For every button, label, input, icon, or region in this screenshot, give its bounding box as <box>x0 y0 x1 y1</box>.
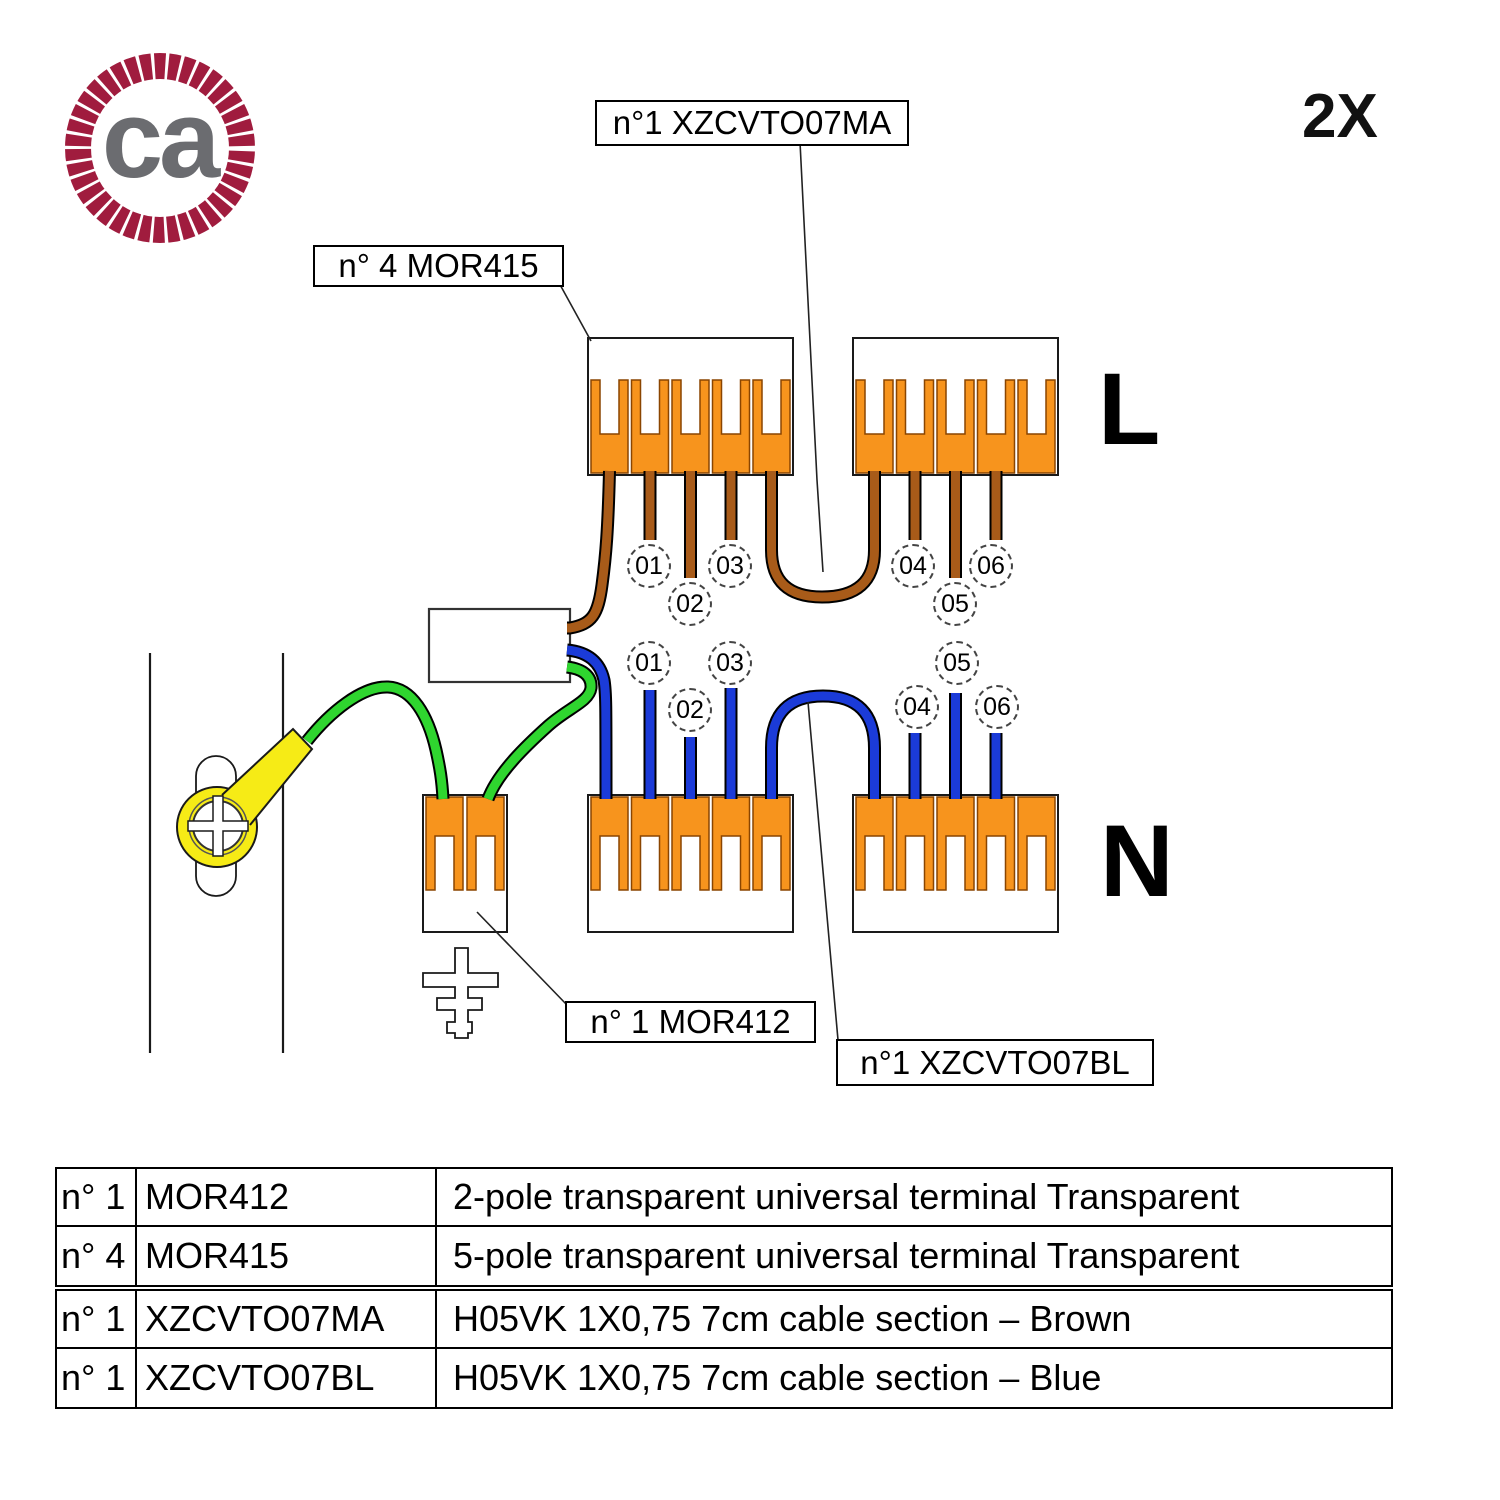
parts-table-terminals: n° 1 MOR412 2-pole transparent universal… <box>55 1167 1393 1287</box>
callout-terminal-5pole: n° 4 MOR415 <box>313 245 564 287</box>
marker-label: 03 <box>716 551 744 580</box>
earth-ground-icon <box>422 947 499 1039</box>
desc-cell: H05VK 1X0,75 7cm cable section – Brown <box>437 1291 1391 1349</box>
marker-blue-02: 02 <box>668 688 712 732</box>
marker-label: 01 <box>635 648 663 677</box>
terminal-block-earth-2pole <box>422 794 508 933</box>
desc-cell: 5-pole transparent universal terminal Tr… <box>453 1235 1240 1276</box>
code-cell: MOR415 <box>137 1227 437 1285</box>
marker-brown-02: 02 <box>668 582 712 626</box>
marker-label: 06 <box>983 692 1011 721</box>
terminal-block-L-right <box>852 337 1059 476</box>
marker-brown-03: 03 <box>708 544 752 588</box>
marker-label: 04 <box>899 551 927 580</box>
terminal-block-L-left <box>587 337 794 476</box>
marker-blue-05: 05 <box>935 641 979 685</box>
parts-table-cables: n° 1 XZCVTO07MA H05VK 1X0,75 7cm cable s… <box>55 1289 1393 1409</box>
leader-terminal-5pole <box>557 280 592 342</box>
marker-label: 02 <box>676 695 704 724</box>
quantity-note: 2X <box>1302 82 1378 151</box>
bus-label-line: L <box>1098 352 1161 466</box>
bus-label-neutral: N <box>1100 804 1174 918</box>
qty-cell: n° 1 <box>57 1349 137 1407</box>
rope-twist-highlights <box>64 52 256 244</box>
marker-blue-06: 06 <box>975 685 1019 729</box>
earth-lug <box>176 727 314 868</box>
callout-terminal-2pole: n° 1 MOR412 <box>565 1001 816 1043</box>
marker-blue-04: 04 <box>895 685 939 729</box>
callout-top-cable: n°1 XZCVTO07MA <box>595 100 909 146</box>
marker-label: 03 <box>716 648 744 677</box>
marker-brown-06: 06 <box>969 544 1013 588</box>
marker-label: 05 <box>941 589 969 618</box>
leader-top-cable <box>799 141 824 573</box>
terminal-block-N-right <box>852 794 1059 933</box>
qty-cell: n° 1 <box>57 1291 137 1349</box>
brown-wires <box>567 470 1003 635</box>
qty-cell: n° 4 <box>57 1227 137 1285</box>
marker-label: 01 <box>635 551 663 580</box>
terminal-block-N-left <box>587 794 794 933</box>
desc-cell: H05VK 1X0,75 7cm cable section – Blue <box>453 1357 1102 1398</box>
green-wires <box>301 660 598 802</box>
marker-brown-04: 04 <box>891 544 935 588</box>
marker-brown-05: 05 <box>933 582 977 626</box>
leader-terminal-2pole <box>476 911 568 1006</box>
callout-bottom-cable: n°1 XZCVTO07BL <box>836 1039 1154 1086</box>
marker-label: 04 <box>903 692 931 721</box>
blue-wires <box>566 643 1003 800</box>
brand-logo: ca <box>64 52 256 244</box>
qty-cell: n° 1 <box>57 1169 137 1227</box>
marker-label: 05 <box>943 648 971 677</box>
code-cell: MOR412 <box>137 1169 437 1227</box>
code-cell: XZCVTO07MA <box>137 1291 437 1349</box>
marker-brown-01: 01 <box>627 544 671 588</box>
desc-cell: 2-pole transparent universal terminal Tr… <box>437 1169 1391 1227</box>
phillips-cross-icon <box>187 795 249 857</box>
leader-bottom-cable <box>807 701 839 1041</box>
marker-blue-01: 01 <box>627 641 671 685</box>
marker-blue-03: 03 <box>708 641 752 685</box>
marker-label: 06 <box>977 551 1005 580</box>
code-cell: XZCVTO07BL <box>137 1349 437 1407</box>
junction-box <box>427 607 572 684</box>
marker-label: 02 <box>676 589 704 618</box>
logo-text: ca <box>102 78 221 201</box>
